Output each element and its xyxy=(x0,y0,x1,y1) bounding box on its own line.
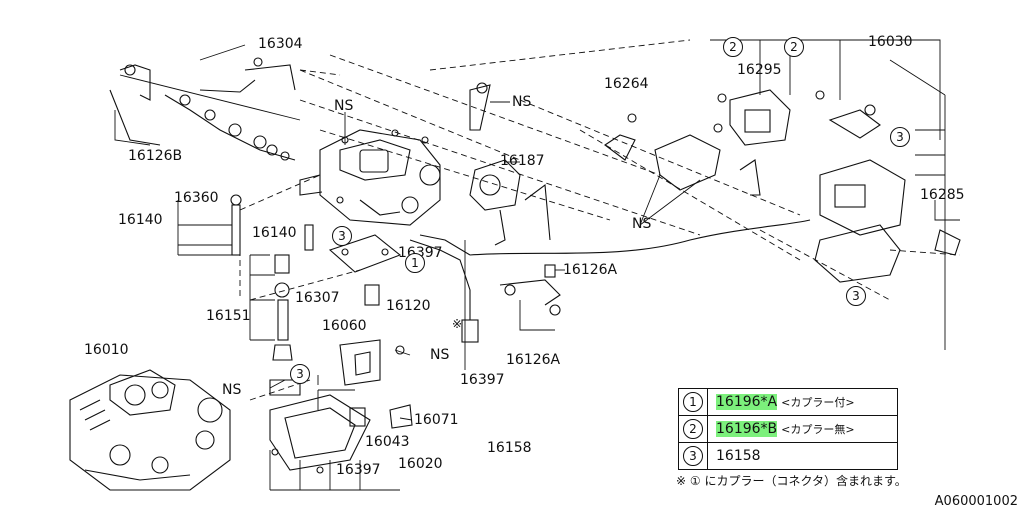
footnote: ※ ① にカプラー（コネクタ）含まれます。 xyxy=(676,474,907,488)
right-carburetor-body xyxy=(814,90,961,283)
ns-label: NS xyxy=(632,216,652,232)
gasket-part xyxy=(328,234,402,273)
dashed-guide-lines xyxy=(239,39,961,401)
part-number-label: 16060 xyxy=(322,318,367,334)
legend-circle-number: 2 xyxy=(683,419,703,439)
part-number-label: 16126A xyxy=(563,262,618,278)
part-number-label: 16140 xyxy=(252,225,297,241)
label-leaders xyxy=(269,101,701,421)
assembled-carburetor xyxy=(69,369,231,491)
ns-label: NS xyxy=(222,382,242,398)
diagram-reference-code: A060001002 xyxy=(934,494,1018,509)
circle-ref-3: 3 xyxy=(890,127,910,147)
circle-ref-3: 3 xyxy=(332,226,352,246)
top-sensor-part xyxy=(469,82,491,131)
part-number-label: 16126A xyxy=(506,352,561,368)
legend-row: 2 16196*B<カプラー無> xyxy=(679,416,897,443)
legend-note: <カプラー付> xyxy=(781,396,855,409)
ns-label: NS xyxy=(334,98,354,114)
legend-note: <カプラー無> xyxy=(781,423,855,436)
part-number-label: 16010 xyxy=(84,342,129,358)
asterisk-marker: ※ xyxy=(452,317,463,331)
circle-ref-3: 3 xyxy=(290,364,310,384)
actuator-part xyxy=(469,159,551,246)
legend-table: 1 16196*A<カプラー付> 2 16196*B<カプラー無> 3 1615… xyxy=(678,388,898,470)
legend-part-number: 16196*B xyxy=(716,421,778,437)
part-number-label: 16030 xyxy=(868,34,913,50)
part-number-label: 16020 xyxy=(398,456,443,472)
part-number-label: 16187 xyxy=(500,153,545,169)
legend-row: 1 16196*A<カプラー付> xyxy=(679,389,897,416)
part-number-label: 16285 xyxy=(920,187,965,203)
circle-ref-3: 3 xyxy=(846,286,866,306)
part-number-label: 16043 xyxy=(365,434,410,450)
legend-row: 3 16158 xyxy=(679,443,897,469)
part-number-label: 16126B xyxy=(128,148,183,164)
ns-label: NS xyxy=(512,94,532,110)
circle-ref-1: 1 xyxy=(405,253,425,273)
jet-and-needle-parts xyxy=(230,194,314,396)
legend-circle-number: 1 xyxy=(683,392,703,412)
part-number-label: 16158 xyxy=(487,440,532,456)
ns-label: NS xyxy=(430,347,450,363)
part-number-label: 16397 xyxy=(336,462,381,478)
part-number-label: 16295 xyxy=(737,62,782,78)
part-number-label: 16140 xyxy=(118,212,163,228)
linkage-parts xyxy=(109,57,296,161)
legend-circle-number: 3 xyxy=(683,446,703,466)
part-number-label: 16071 xyxy=(414,412,459,428)
circle-ref-2: 2 xyxy=(784,37,804,57)
circle-ref-2: 2 xyxy=(723,37,743,57)
part-number-label: 16397 xyxy=(460,372,505,388)
wiring-harness xyxy=(409,219,811,343)
legend-part-number: 16196*A xyxy=(716,394,778,410)
part-number-label: 16264 xyxy=(604,76,649,92)
part-number-label: 16307 xyxy=(295,290,340,306)
carburetor-upper-body xyxy=(299,129,441,226)
part-number-label: 16151 xyxy=(206,308,251,324)
legend-part-number: 16158 xyxy=(716,448,761,464)
part-number-label: 16120 xyxy=(386,298,431,314)
part-number-label: 16304 xyxy=(258,36,303,52)
part-number-label: 16360 xyxy=(174,190,219,206)
float-chamber xyxy=(269,394,371,474)
solenoid-parts xyxy=(604,89,791,196)
